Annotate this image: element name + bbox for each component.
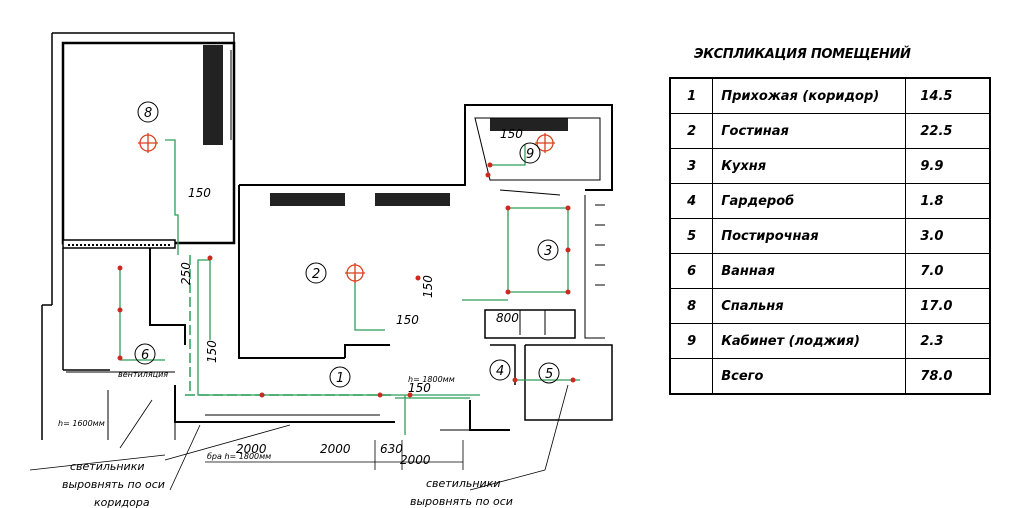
label-bra: бра h= 1800мм (207, 452, 271, 461)
dim-150-bedroom: 150 (188, 186, 211, 200)
explication-area-cell: 1.8 (905, 183, 991, 219)
label-lamps-right-2: выровнять по оси (410, 495, 513, 508)
dim-2000-b: 2000 (320, 442, 351, 456)
explication-name-cell: Гардероб (712, 183, 907, 219)
explication-num-cell: 4 (669, 183, 714, 219)
explication-num-cell (669, 358, 714, 395)
explication-area-cell: 3.0 (905, 218, 991, 254)
room-badge-3 (537, 239, 559, 261)
explication-title: ЭКСПЛИКАЦИЯ ПОМЕЩЕНИЙ (694, 47, 911, 62)
explication-area-cell: 7.0 (905, 253, 991, 289)
connection-points (117, 162, 576, 398)
walls (41, 32, 613, 440)
room-numbers: 8 2 3 9 1 4 5 6 (141, 106, 553, 386)
explication-num-cell: 6 (669, 253, 714, 289)
explication-area-cell: 78.0 (905, 358, 991, 395)
room-number-4: 4 (496, 364, 504, 379)
dim-800: 800 (496, 311, 519, 325)
explication-area-cell: 2.3 (905, 323, 991, 359)
explication-name-cell: Прихожая (коридор) (712, 77, 907, 114)
explication-num-cell: 5 (669, 218, 714, 254)
label-lamps-left-1: светильники (70, 460, 145, 473)
dim-150-loggia: 150 (500, 127, 523, 141)
dim-150-hall: 150 (408, 381, 431, 395)
label-lamps-right-1: светильники (426, 477, 501, 490)
fixtures (29, 101, 569, 491)
room-badge-2 (305, 262, 327, 284)
explication-name-cell: Всего (712, 358, 907, 395)
dim-150-living: 150 (396, 313, 419, 327)
wiring-dashed (185, 255, 395, 396)
room-number-2: 2 (312, 267, 320, 282)
explication-num-cell: 9 (669, 323, 714, 359)
room-number-3: 3 (544, 244, 552, 259)
explication-num-cell: 3 (669, 148, 714, 184)
dim-630: 630 (380, 442, 403, 456)
label-ventilation: вентиляция (118, 370, 168, 379)
explication-name-cell: Кабинет (лоджия) (712, 323, 907, 359)
label-lamps-left-2: выровнять по оси (62, 478, 165, 491)
room-badge-1 (329, 366, 351, 388)
room-number-1: 1 (336, 371, 344, 386)
explication-name-cell: Спальня (712, 288, 907, 324)
room-badge-4 (489, 359, 511, 381)
room-badge-8 (137, 101, 159, 123)
room-badge-5 (538, 362, 560, 384)
dim-150-bath: 150 (205, 340, 219, 363)
explication-area-cell: 17.0 (905, 288, 991, 324)
label-h1800: h= 1800мм (408, 375, 455, 384)
floor-plan: 8 2 3 9 1 4 5 6 150 150 250 150 150 150 … (29, 32, 613, 508)
explication-name-cell: Постирочная (712, 218, 907, 254)
explication-name-cell: Гостиная (712, 113, 907, 149)
explication-area-cell: 22.5 (905, 113, 991, 149)
room-number-8: 8 (144, 106, 152, 121)
explication-num-cell: 2 (669, 113, 714, 149)
explication-area-cell: 14.5 (905, 77, 991, 114)
dim-150-kitchen: 150 (421, 275, 435, 298)
annotations: вентиляция h= 1600мм h= 1800мм бра h= 18… (58, 370, 513, 508)
label-lamps-left-3: коридора (94, 496, 150, 508)
room-badge-6 (134, 343, 156, 365)
dim-250: 250 (179, 262, 193, 285)
room-number-5: 5 (545, 367, 553, 382)
dim-2000-c: 2000 (400, 453, 431, 467)
room-badge-9 (519, 142, 541, 164)
explication-name-cell: Ванная (712, 253, 907, 289)
room-number-6: 6 (141, 348, 149, 363)
label-h1600: h= 1600мм (58, 419, 105, 428)
dim-2000-a: 2000 (236, 442, 267, 456)
explication-num-cell: 8 (669, 288, 714, 324)
dimensions: 150 150 250 150 150 150 800 150 2000 200… (179, 127, 523, 467)
explication-num-cell: 1 (669, 77, 714, 114)
explication-area-cell: 9.9 (905, 148, 991, 184)
ceiling-lights (138, 133, 555, 283)
room-number-9: 9 (526, 147, 534, 162)
explication-name-cell: Кухня (712, 148, 907, 184)
